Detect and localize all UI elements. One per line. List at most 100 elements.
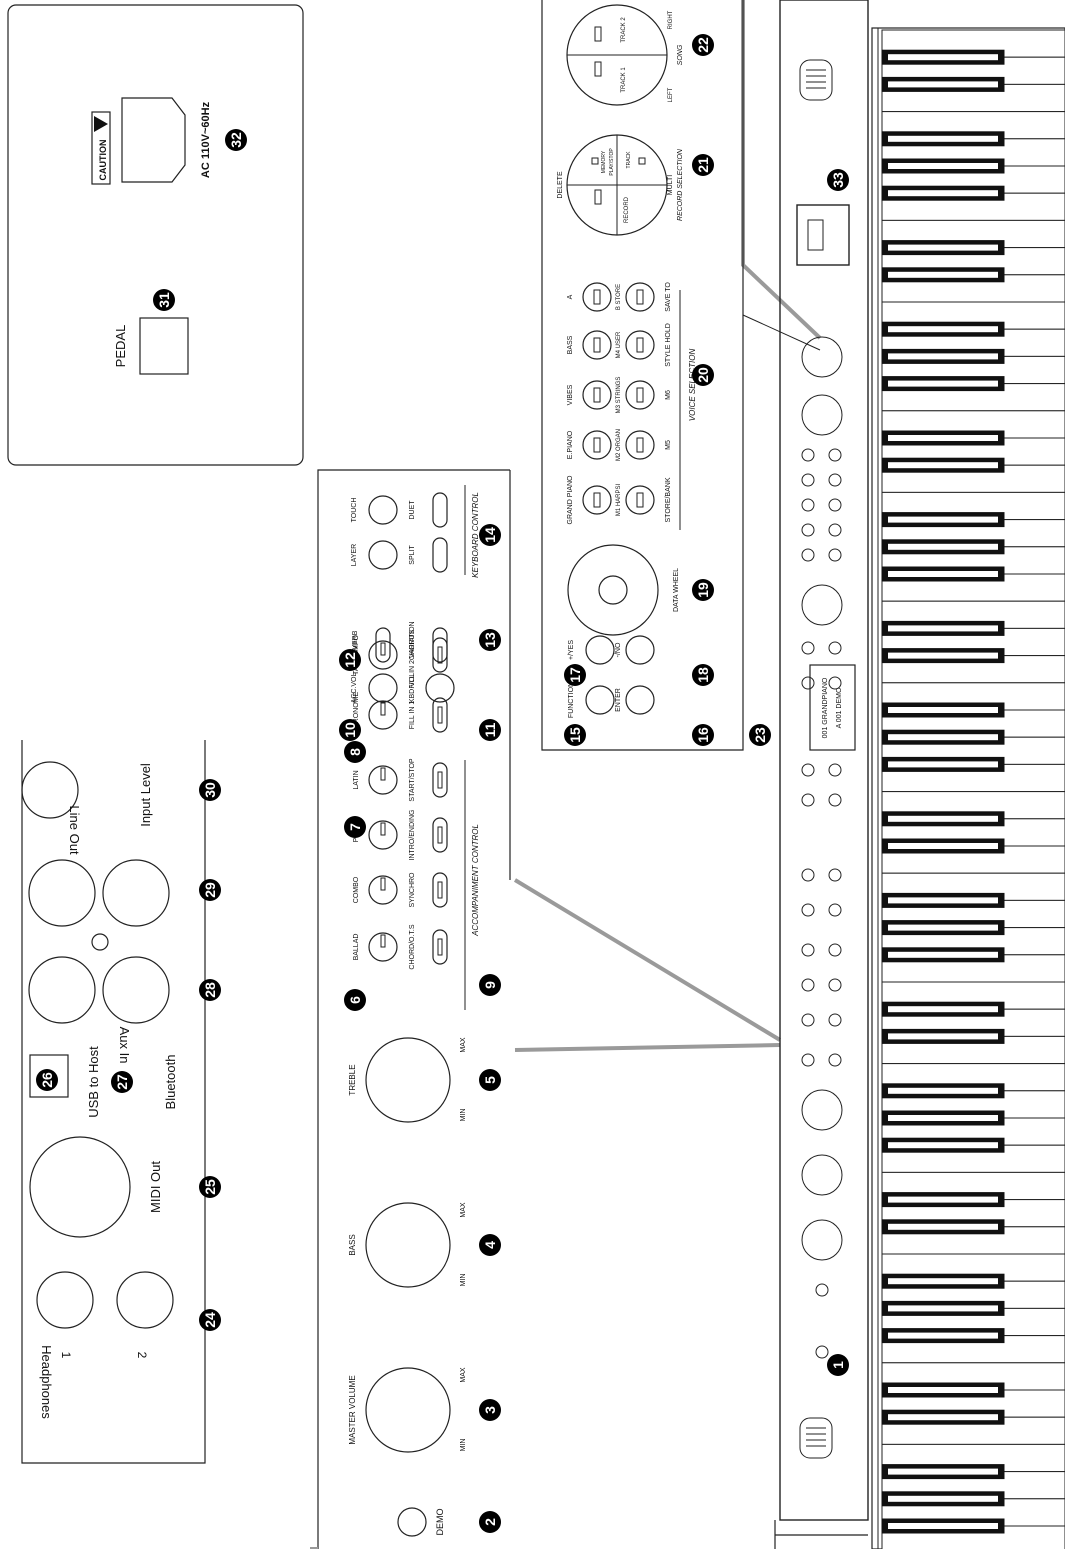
control-button-chord-o-t-s[interactable] [432,929,448,965]
panel-mini-button[interactable] [801,448,815,462]
acc-vol-label: ACC.VOL [351,673,358,704]
panel-mini-button[interactable] [828,763,842,777]
control-button-synchro[interactable] [432,872,448,908]
voice-button-a[interactable] [582,282,612,312]
piano-record-dial[interactable] [801,394,843,436]
track-label: TRACK [626,151,632,169]
reverb-button[interactable] [375,627,391,663]
panel-mini-button[interactable] [828,903,842,917]
panel-mini-button[interactable] [801,1013,815,1027]
memory-button-m1-harpsi[interactable] [625,485,655,515]
panel-mini-button[interactable] [801,868,815,882]
track-2-button[interactable] [594,26,602,42]
chorus-button[interactable] [432,627,448,663]
no-button[interactable] [625,635,655,665]
control-button-intro-ending[interactable] [432,817,448,853]
track-1-button[interactable] [594,61,602,77]
voice-button-vibes[interactable] [582,380,612,410]
memory-button[interactable] [591,157,599,165]
control-button-start-stop[interactable] [432,762,448,798]
acc-vol-button[interactable] [368,673,398,703]
piano-data-wheel[interactable] [801,584,843,626]
panel-mini-button[interactable] [801,523,815,537]
panel-mini-button[interactable] [801,793,815,807]
panel-mini-button[interactable] [801,676,815,690]
panel-mini-button[interactable] [828,448,842,462]
headphone-jack-2[interactable] [116,1271,174,1329]
split-button[interactable] [432,537,448,573]
piano-usb-slot[interactable] [796,204,850,266]
voice-button-grand-piano[interactable] [582,485,612,515]
style-button-latin[interactable] [368,765,398,795]
style-button-pop[interactable] [368,820,398,850]
line-out-jack-l[interactable] [28,859,96,927]
panel-mini-button[interactable] [828,1013,842,1027]
track-button[interactable] [638,157,646,165]
control-button-fill-in-2-variation[interactable] [432,637,448,673]
demo-button[interactable] [397,1507,427,1537]
data-wheel[interactable] [567,544,659,636]
style-button-combo[interactable] [368,875,398,905]
panel-mini-button[interactable] [828,868,842,882]
record-button[interactable] [594,189,602,205]
memory-button-b-store[interactable] [625,282,655,312]
yes-button[interactable] [585,635,615,665]
duet-button[interactable] [432,492,448,528]
style-button-ballad[interactable] [368,932,398,962]
usb-port[interactable] [29,1054,69,1098]
panel-mini-button[interactable] [801,763,815,777]
function-button[interactable] [585,685,615,715]
pedal-jack[interactable] [139,317,189,375]
panel-mini-button[interactable] [828,641,842,655]
callout-number: 29 [202,882,218,898]
style-button-metronome[interactable] [368,700,398,730]
callout-number: 26 [39,1072,55,1088]
panel-mini-button[interactable] [828,978,842,992]
panel-mini-button[interactable] [801,641,815,655]
style-button-tap-tempo[interactable] [368,640,398,670]
voice-button-e-piano[interactable] [582,430,612,460]
piano-demo-button[interactable] [815,1283,829,1297]
panel-mini-button[interactable] [828,473,842,487]
panel-mini-button[interactable] [801,903,815,917]
layer-button[interactable] [368,540,398,570]
panel-mini-button[interactable] [828,548,842,562]
panel-mini-button[interactable] [828,943,842,957]
midi-out-port[interactable] [29,1136,131,1238]
callout-badge-27: 27 [111,1071,133,1093]
piano-song-dial[interactable] [801,336,843,378]
panel-mini-button[interactable] [828,523,842,537]
panel-mini-button[interactable] [801,978,815,992]
panel-mini-button[interactable] [828,793,842,807]
demo-label: DEMO [435,1509,445,1536]
aux-in-jack-l[interactable] [28,956,96,1024]
panel-mini-button[interactable] [801,498,815,512]
aux-in-jack-r[interactable] [102,956,170,1024]
bass-knob[interactable] [365,1202,451,1288]
piano-master-volume[interactable] [801,1219,843,1261]
piano-bass-knob[interactable] [801,1154,843,1196]
panel-mini-button[interactable] [828,676,842,690]
play-stop-label: PLAY/STOP [609,148,615,176]
kbd-vol-button[interactable] [425,673,455,703]
piano-treble-knob[interactable] [801,1089,843,1131]
headphone-jack-1[interactable] [36,1271,94,1329]
touch-button[interactable] [368,495,398,525]
panel-mini-button[interactable] [801,1053,815,1067]
piano-power-button[interactable] [815,1345,829,1359]
panel-mini-button[interactable] [801,473,815,487]
enter-button[interactable] [625,685,655,715]
panel-mini-button[interactable] [828,498,842,512]
memory-button-m3-strings[interactable] [625,380,655,410]
treble-knob[interactable] [365,1037,451,1123]
control-button-fill-in-1[interactable] [432,697,448,733]
voice-button-bass[interactable] [582,330,612,360]
input-level-knob[interactable] [21,761,79,819]
line-out-jack-r[interactable] [102,859,170,927]
master-volume-knob[interactable] [365,1367,451,1453]
panel-mini-button[interactable] [801,548,815,562]
memory-button-m4-user[interactable] [625,330,655,360]
panel-mini-button[interactable] [801,943,815,957]
panel-mini-button[interactable] [828,1053,842,1067]
memory-button-m2-organ[interactable] [625,430,655,460]
